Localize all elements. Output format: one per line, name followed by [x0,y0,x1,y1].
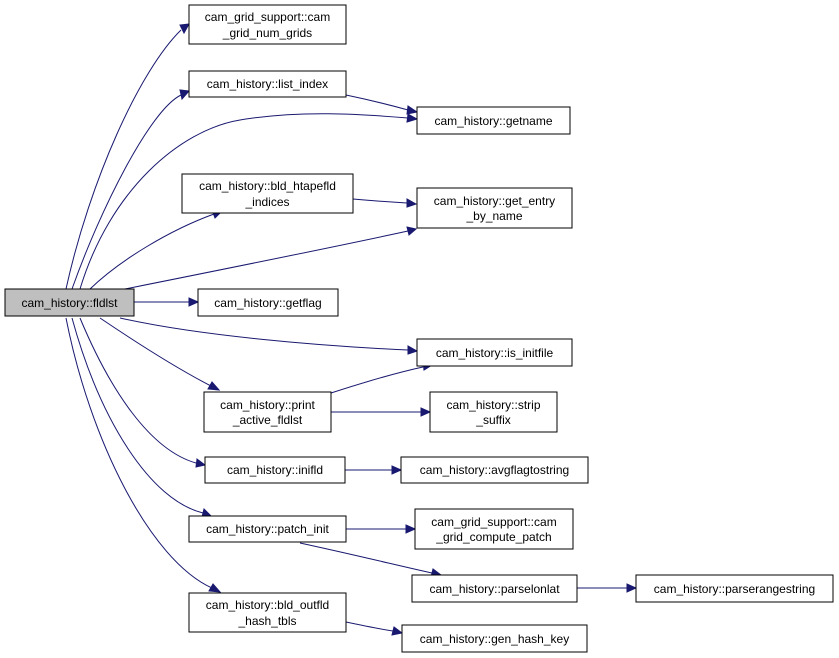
node-getname[interactable]: cam_history::getname [416,106,571,135]
arrowhead [188,297,200,307]
node-label: _grid_num_grids [222,26,312,40]
arrowhead [406,105,419,115]
node-getflag[interactable]: cam_history::getflag [197,288,339,317]
arrowhead [391,465,403,475]
edge-fldlst-num-grids [65,29,182,290]
edge-patch-init-parselonlat [299,542,433,574]
arrowhead [420,407,432,417]
node-strip-suffix[interactable]: cam_history::strip _suffix [429,391,558,433]
node-label: _grid_compute_patch [435,530,551,544]
edge-print-active-is-initfile [330,366,424,394]
arrowhead [626,583,638,593]
node-label: cam_history::strip [446,398,540,412]
arrowhead [407,345,419,355]
node-label: _by_name [465,209,522,223]
edge-list-index-getname [345,94,409,111]
node-fldlst[interactable]: cam_history::fldlst [4,288,135,317]
node-gen-hash-key[interactable]: cam_history::gen_hash_key [401,624,588,653]
node-print-active-fldlst[interactable]: cam_history::print _active_fldlst [203,391,332,433]
edge-fldlst-patch-init [71,317,204,514]
node-label: cam_history::is_initfile [436,346,554,360]
edge-fldlst-getname [79,113,409,290]
node-label: cam_history::bld_htapefld [199,179,336,193]
node-label: cam_history::print [220,398,315,412]
node-bld-outfld[interactable]: cam_history::bld_outfld _hash_tbls [188,592,347,633]
node-label: cam_history::parselonlat [429,582,560,596]
edge-fldlst-is-initfile [119,317,409,351]
node-label: _suffix [475,413,510,427]
node-label: cam_history::fldlst [21,296,118,310]
node-label: cam_history::list_index [207,77,328,91]
edge-fldlst-bld-outfld [65,317,213,589]
node-parserangestring[interactable]: cam_history::parserangestring [635,574,834,603]
arrowhead [179,23,190,35]
node-list-index[interactable]: cam_history::list_index [188,70,347,98]
edge-fldlst-print-active [99,317,212,387]
edge-bld-htapefld-get-entry [352,198,408,204]
node-label: cam_history::parserangestring [654,582,815,596]
arrowhead [406,198,418,208]
node-label: _indices [244,195,289,209]
node-avgflagtostring[interactable]: cam_history::avgflagtostring [400,456,589,484]
node-inifld[interactable]: cam_history::inifld [204,456,346,484]
edge-fldlst-list-index [71,94,182,290]
node-patch-init[interactable]: cam_history::patch_init [188,515,347,543]
node-label: cam_history::bld_outfld [206,598,329,612]
node-label: _hash_tbls [237,614,296,628]
edge-bld-outfld-gen-hash-key [345,621,394,632]
edge-fldlst-get-entry [119,230,409,291]
arrowhead [406,226,418,236]
arrowhead [406,113,419,123]
edge-fldlst-inifld [79,317,197,464]
node-label: _active_fldlst [232,413,303,427]
node-compute-patch[interactable]: cam_grid_support::cam _grid_compute_patc… [414,508,574,550]
node-label: cam_grid_support::cam [205,10,330,24]
node-label: cam_history::avgflagtostring [420,463,569,477]
nodes: cam_history::fldlst cam_grid_support::ca… [4,4,834,653]
node-label: cam_history::patch_init [206,522,329,536]
arrowhead [179,89,191,101]
node-label: cam_grid_support::cam [431,515,556,529]
node-num-grids[interactable]: cam_grid_support::cam _grid_num_grids [188,4,347,45]
node-bld-htapefld[interactable]: cam_history::bld_htapefld _indices [181,173,354,214]
node-get-entry[interactable]: cam_history::get_entry _by_name [416,187,573,229]
arrowhead [405,524,417,534]
arrowhead [207,381,221,391]
arrowhead [391,626,404,636]
node-label: cam_history::getflag [214,296,321,310]
node-label: cam_history::gen_hash_key [420,632,569,646]
node-is-initfile[interactable]: cam_history::is_initfile [416,338,573,367]
edge-fldlst-bld-htapefld [89,213,215,290]
node-label: cam_history::inifld [227,463,323,477]
node-parselonlat[interactable]: cam_history::parselonlat [411,574,578,603]
arrowhead [195,458,207,468]
arrowhead [208,583,222,593]
node-label: cam_history::get_entry [434,194,555,208]
node-label: cam_history::getname [434,114,552,128]
